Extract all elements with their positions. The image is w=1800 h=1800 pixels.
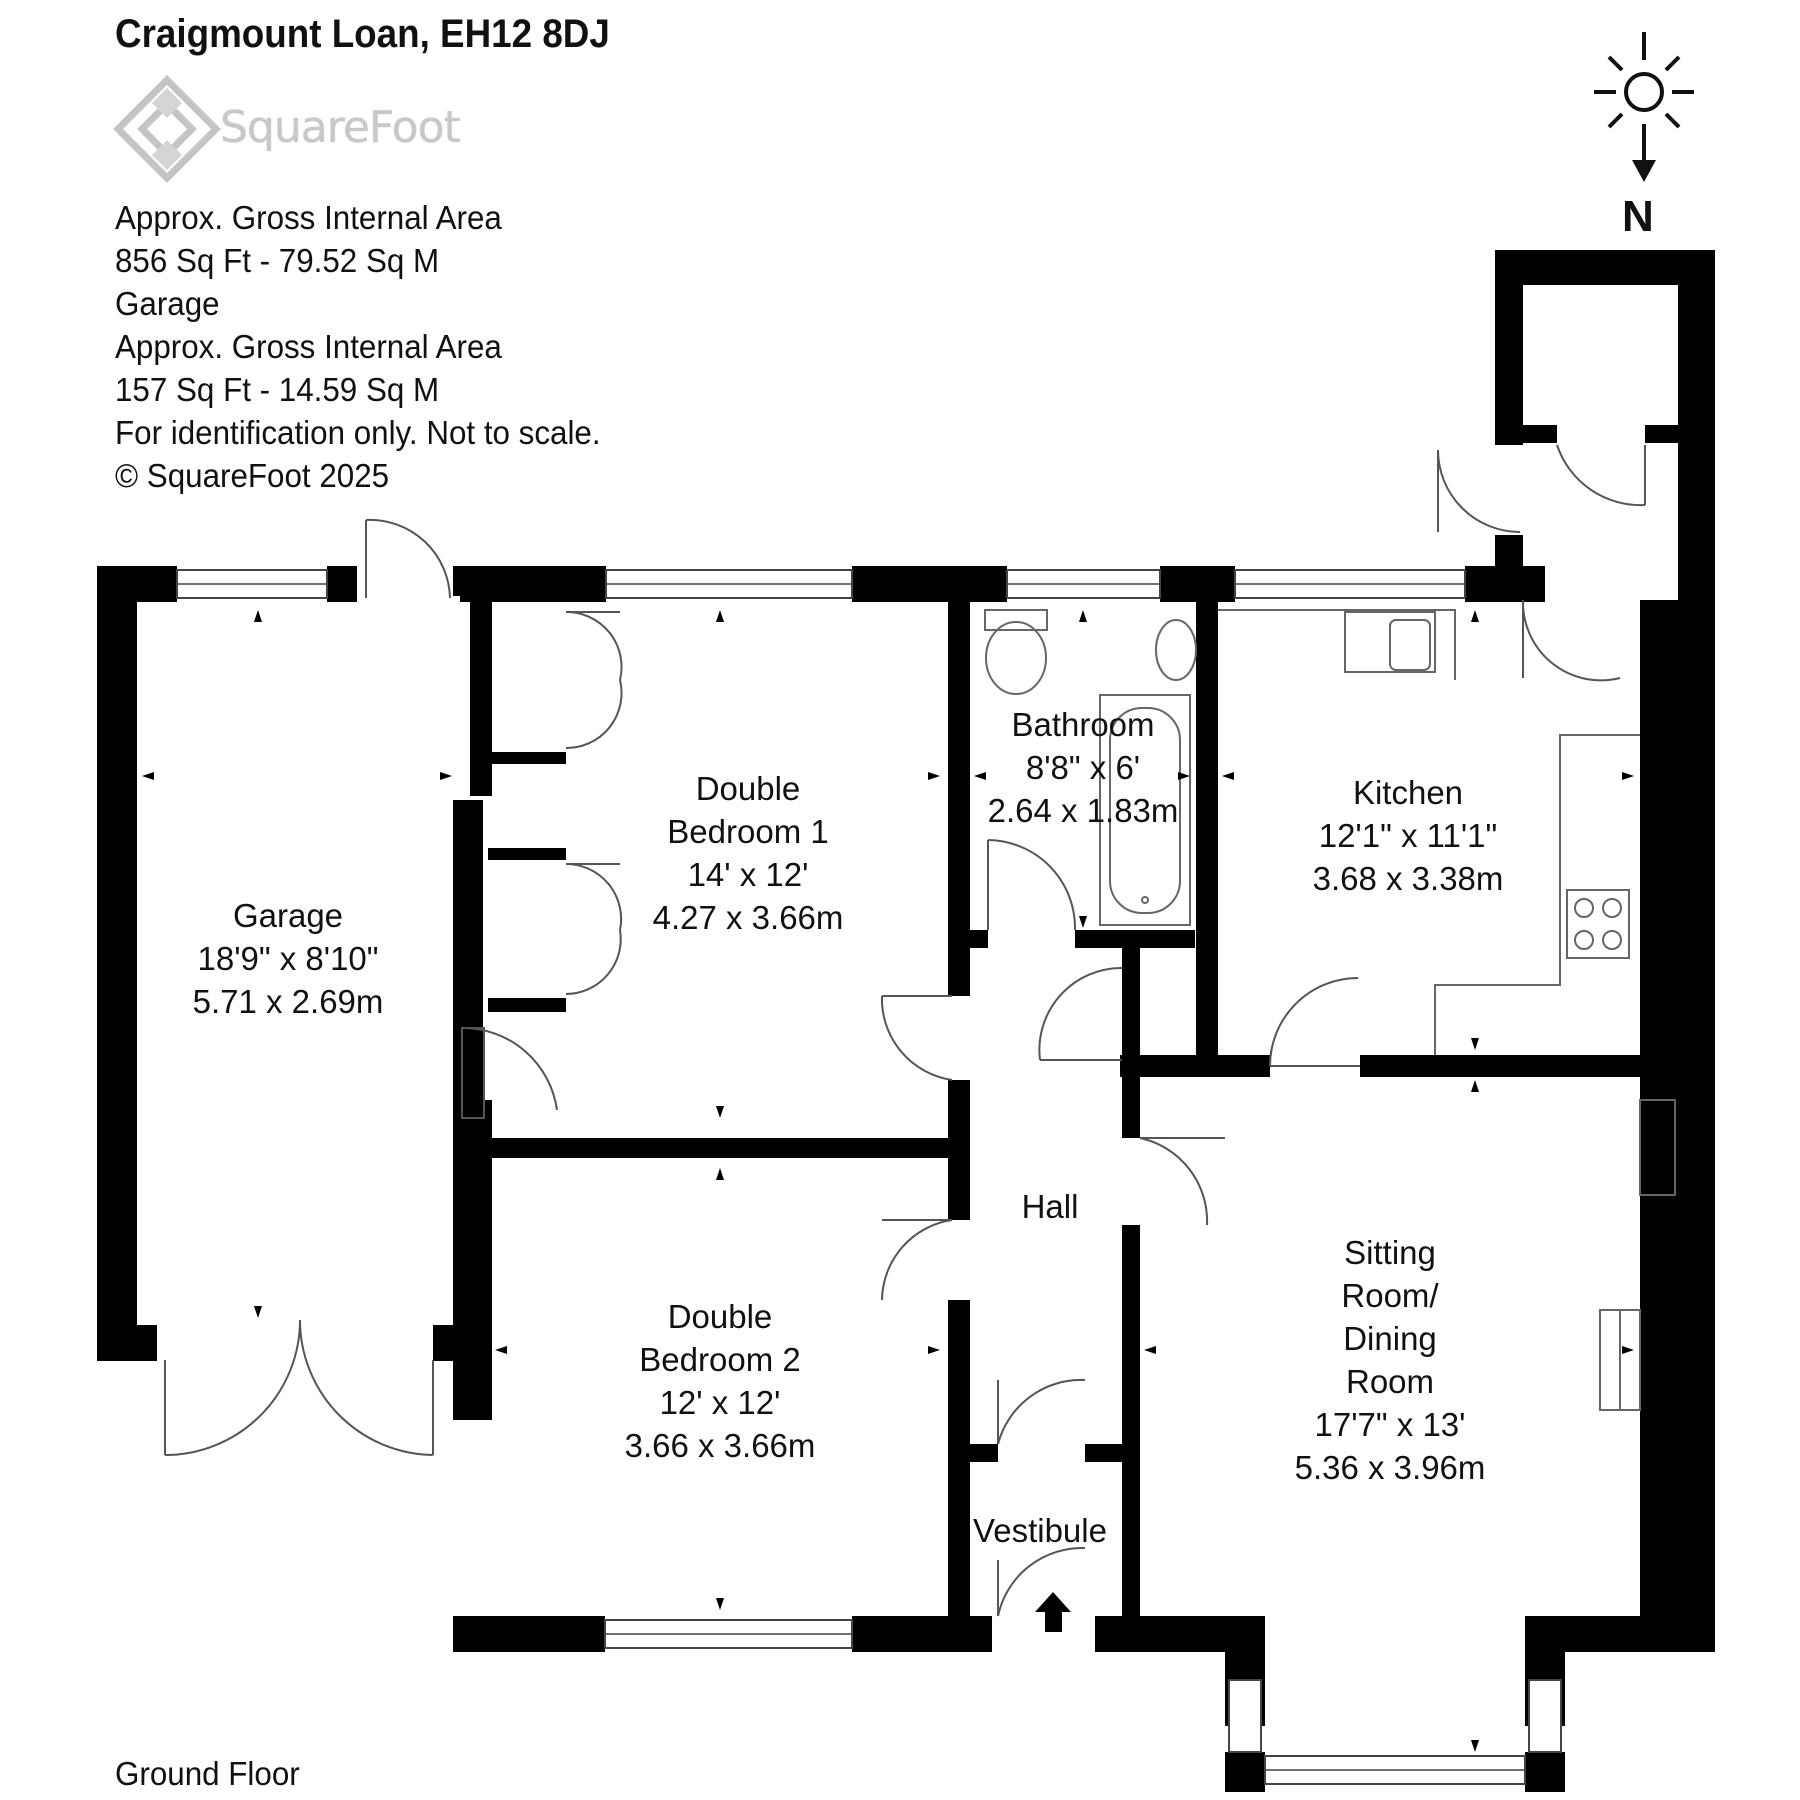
- kitchen-metric: 3.68 x 3.38m: [1313, 860, 1504, 897]
- bedroom2-name: Double: [668, 1298, 773, 1335]
- wall: [488, 998, 566, 1012]
- wall: [1225, 1752, 1265, 1792]
- bedroom1-name: Bedroom 1: [667, 813, 828, 850]
- wall: [470, 1100, 492, 1420]
- compass-sun-icon: [1594, 32, 1694, 182]
- sitting-room-name: Sitting: [1344, 1234, 1436, 1271]
- wall: [1495, 250, 1523, 445]
- area-info: Approx. Gross Internal Area 856 Sq Ft - …: [115, 196, 601, 497]
- wall: [1122, 948, 1140, 1138]
- wall: [488, 1138, 956, 1158]
- wall: [1120, 1055, 1270, 1077]
- wall: [1645, 425, 1681, 443]
- sitting-room-name: Room: [1346, 1363, 1434, 1400]
- brand-logo-text: SquareFoot: [220, 102, 461, 153]
- hall-name: Hall: [1022, 1188, 1079, 1225]
- wall: [948, 596, 970, 996]
- wall: [852, 566, 1007, 602]
- wall: [97, 566, 177, 602]
- wall: [1360, 1055, 1640, 1077]
- bathroom-imperial: 8'8" x 6': [1026, 749, 1140, 786]
- compass-north-label: N: [1622, 192, 1654, 241]
- wall: [948, 1080, 970, 1220]
- wall: [1075, 930, 1195, 948]
- floor-label: Ground Floor: [115, 1755, 300, 1792]
- wall: [852, 1616, 992, 1652]
- sitting-room-name: Room/: [1341, 1277, 1439, 1314]
- brand-logo: SquareFoot: [112, 74, 532, 184]
- wall: [327, 566, 357, 602]
- garage-metric: 5.71 x 2.69m: [193, 983, 384, 1020]
- area-info-line: Approx. Gross Internal Area: [115, 328, 502, 365]
- window: [1228, 1679, 1262, 1753]
- wall: [488, 752, 566, 764]
- wall: [453, 1616, 605, 1652]
- area-info-line: © SquareFoot 2025: [115, 457, 390, 494]
- wall: [488, 848, 566, 860]
- wall: [470, 596, 492, 796]
- wall: [1122, 1225, 1140, 1620]
- sitting-room-metric: 5.36 x 3.96m: [1295, 1449, 1486, 1486]
- kitchen-imperial: 12'1" x 11'1": [1319, 817, 1498, 854]
- wall: [1085, 1444, 1135, 1462]
- bedroom1-name: Double: [696, 770, 801, 807]
- garage-name: Garage: [233, 897, 343, 934]
- bedroom1-imperial: 14' x 12': [688, 856, 809, 893]
- wall: [433, 1325, 453, 1361]
- bedroom2-name: Bedroom 2: [639, 1341, 800, 1378]
- wall: [970, 930, 988, 948]
- sitting-room-imperial: 17'7" x 13': [1315, 1406, 1466, 1443]
- wall: [948, 1300, 970, 1640]
- property-address: Craigmount Loan, EH12 8DJ: [115, 12, 610, 56]
- wall: [97, 1325, 157, 1361]
- area-info-line: 157 Sq Ft - 14.59 Sq M: [115, 371, 440, 408]
- bedroom2-metric: 3.66 x 3.66m: [625, 1427, 816, 1464]
- bedroom1-metric: 4.27 x 3.66m: [653, 899, 844, 936]
- wall: [1495, 425, 1557, 443]
- wall: [1525, 1752, 1565, 1792]
- area-info-line: Approx. Gross Internal Area: [115, 199, 502, 236]
- area-info-line: Garage: [115, 285, 220, 322]
- wall: [1495, 535, 1523, 600]
- wall: [1678, 250, 1715, 630]
- wall: [97, 566, 137, 1361]
- wall: [1640, 600, 1715, 1650]
- garage-imperial: 18'9" x 8'10": [198, 940, 379, 977]
- wall: [1196, 596, 1218, 1066]
- window: [1528, 1679, 1562, 1753]
- bathroom-name: Bathroom: [1011, 706, 1154, 743]
- entrance-arrow-icon: [1045, 1610, 1062, 1632]
- wall: [970, 1444, 998, 1462]
- bedroom2-imperial: 12' x 12': [660, 1384, 781, 1421]
- kitchen-name: Kitchen: [1353, 774, 1463, 811]
- area-info-line: For identification only. Not to scale.: [115, 414, 601, 451]
- bathroom-metric: 2.64 x 1.83m: [988, 792, 1179, 829]
- vestibule-name: Vestibule: [973, 1512, 1107, 1549]
- area-info-line: 856 Sq Ft - 79.52 Sq M: [115, 242, 440, 279]
- sitting-room-name: Dining: [1343, 1320, 1437, 1357]
- brand-logo-icon: [113, 75, 221, 183]
